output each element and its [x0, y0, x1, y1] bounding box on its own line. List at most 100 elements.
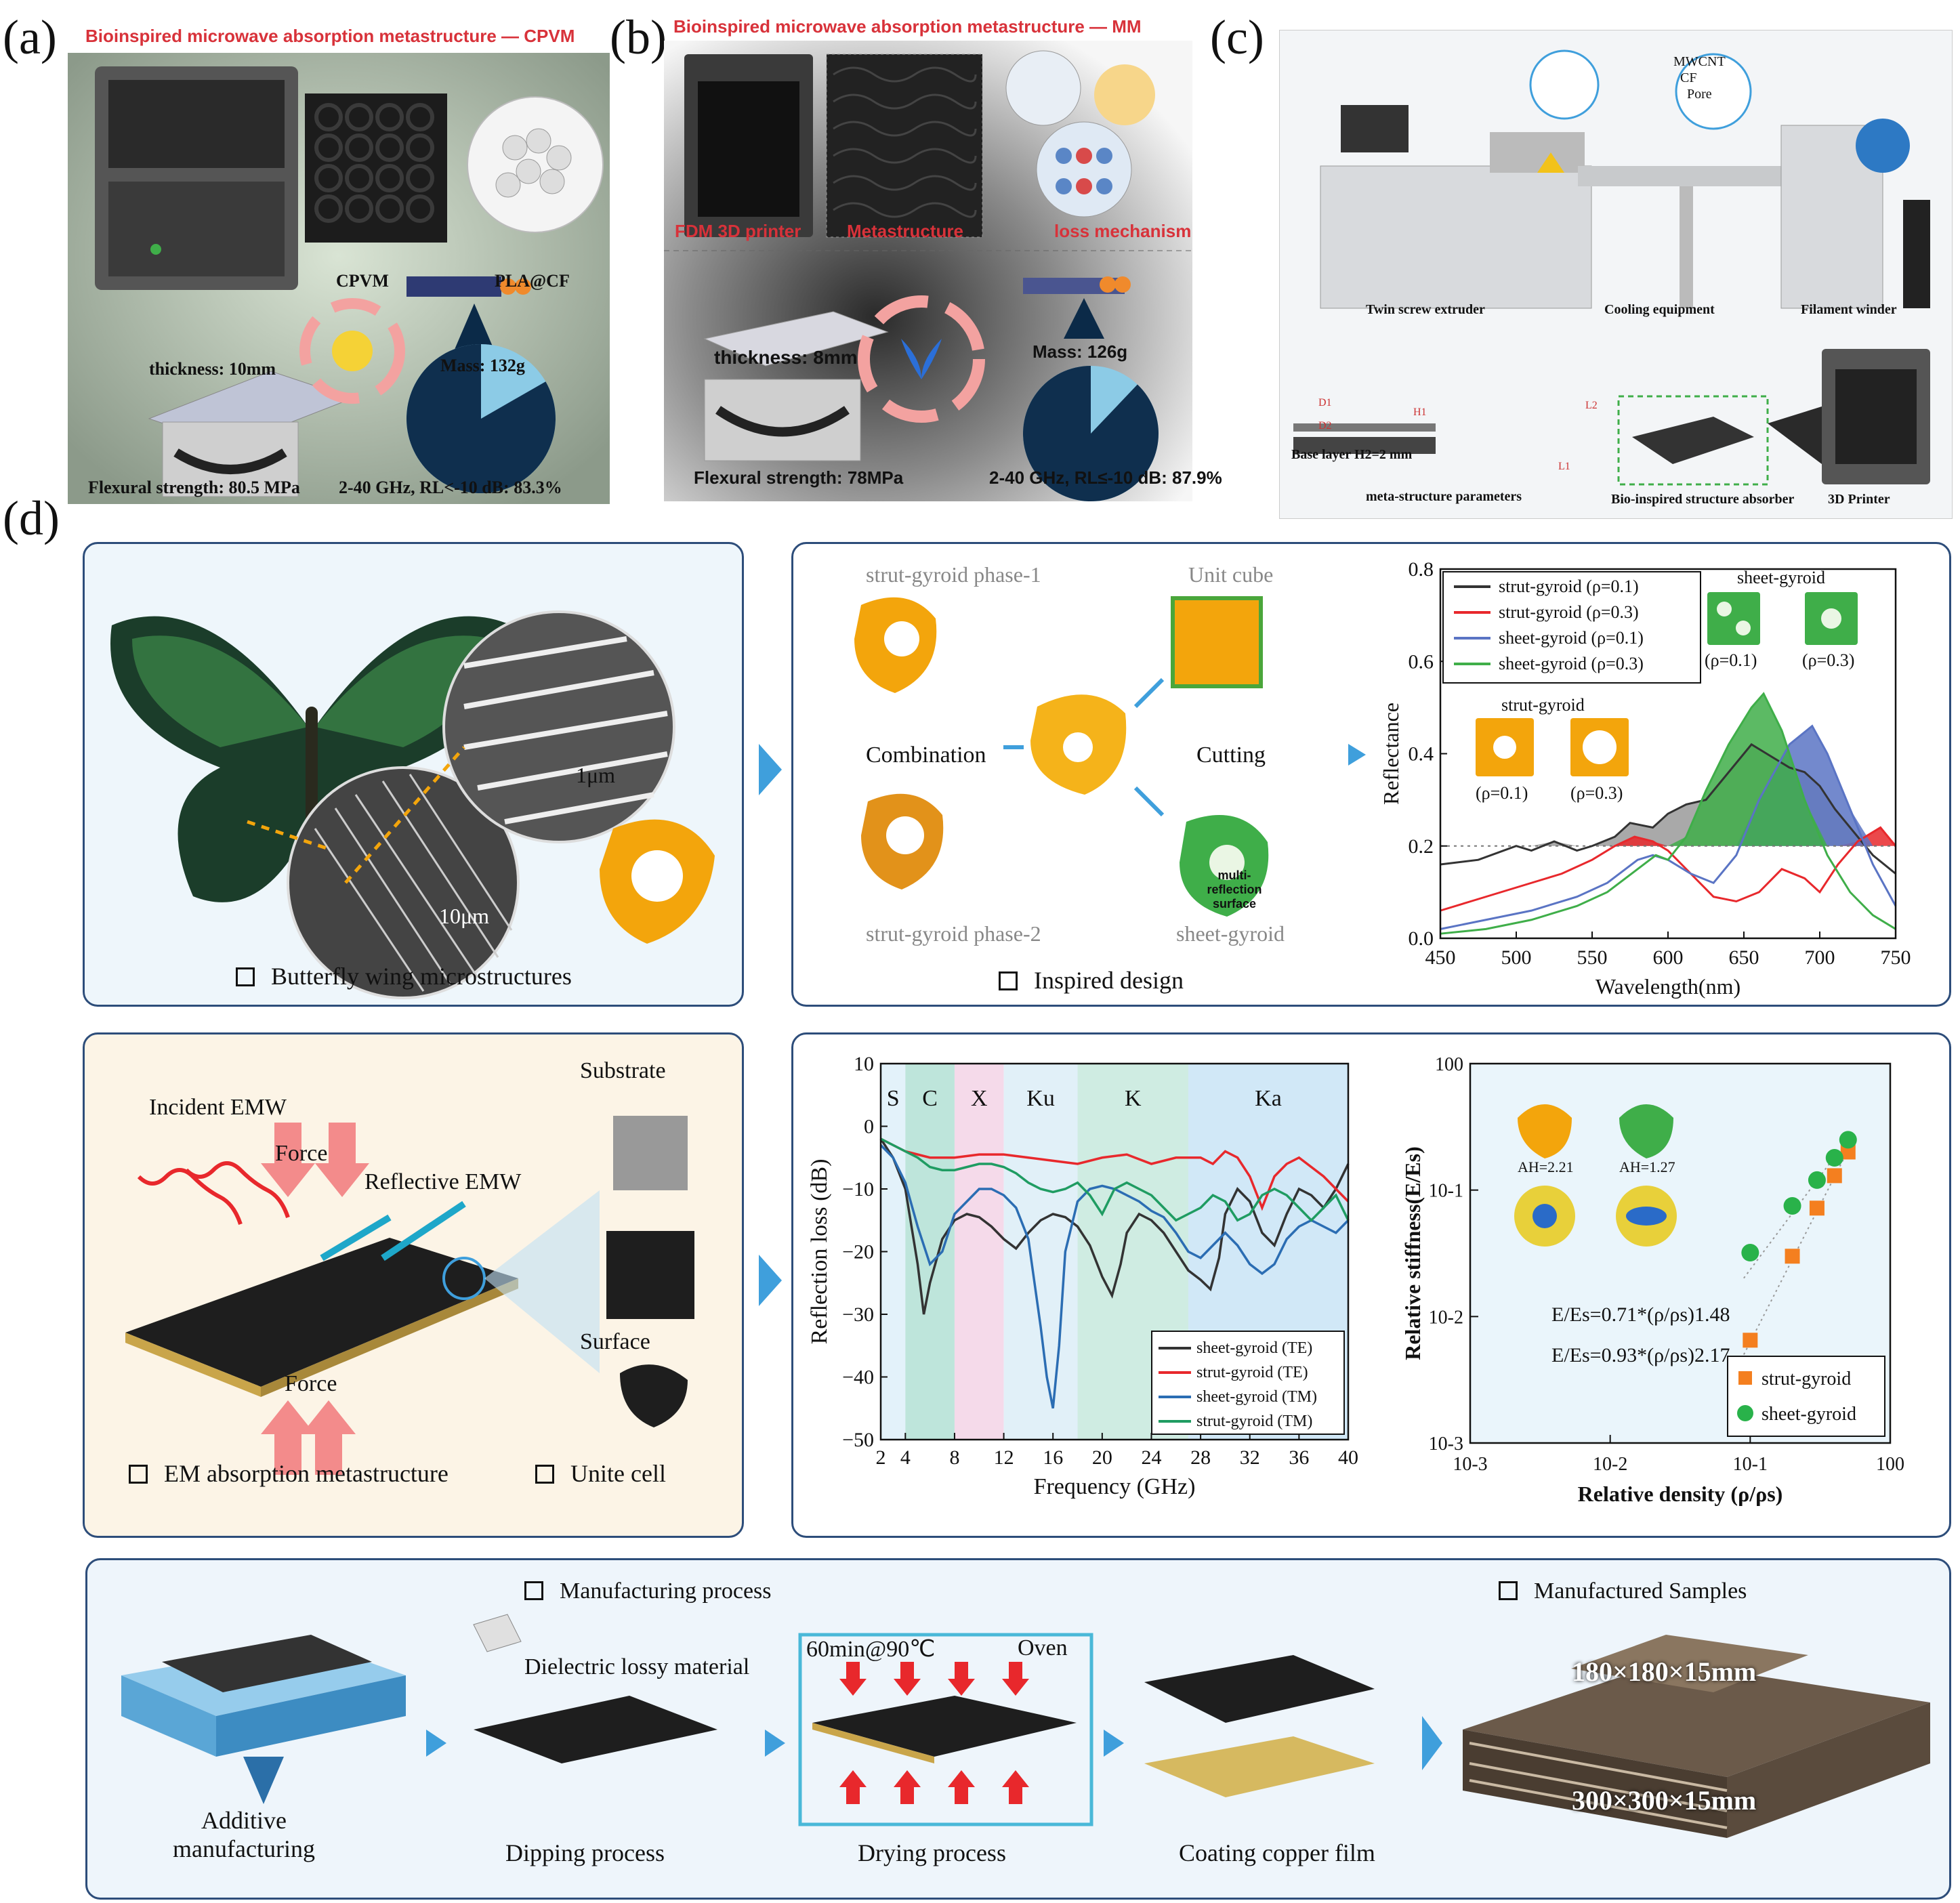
refl-y-tick-label: 0.4: [1409, 743, 1434, 766]
rl-band-label: X: [971, 1086, 988, 1111]
sem-zoom-1um: [442, 610, 675, 843]
refl-legend-label: sheet-gyroid (ρ=0.1): [1499, 628, 1644, 648]
em-surface: Surface: [580, 1329, 650, 1354]
refl-inset-sheet-2: [1805, 592, 1858, 645]
stiff-y-tick-label: 100: [1435, 1054, 1463, 1075]
panel-c-label: (c): [1210, 10, 1264, 64]
rl-x-tick-label: 8: [949, 1446, 959, 1469]
panel-b-title: Bioinspired microwave absorption metastr…: [673, 16, 1142, 37]
additive-manufacturing-tank: [121, 1635, 406, 1804]
refl-x-axis-label: Wavelength(nm): [1596, 974, 1740, 999]
process-additive: Additive manufacturing: [163, 1806, 325, 1863]
rl-x-tick-label: 32: [1240, 1446, 1260, 1469]
refl-y-tick-label: 0.8: [1409, 558, 1434, 581]
pie-chart-b: [1023, 366, 1159, 501]
rl-y-tick-label: 0: [864, 1116, 874, 1138]
bulb-icon: [332, 331, 373, 371]
panel-b-mass: Mass: 126g: [1033, 341, 1128, 362]
stiff-x-tick-label: 10-1: [1733, 1454, 1768, 1475]
rl-x-tick-label: 28: [1190, 1446, 1211, 1469]
stiff-legend-swatch-strut: [1738, 1371, 1752, 1385]
panel-a-mass: Mass: 132g: [440, 356, 525, 375]
refl-legend: strut-gyroid (ρ=0.1)strut-gyroid (ρ=0.3)…: [1442, 571, 1701, 684]
rl-series-2: [879, 1144, 1350, 1409]
rl-x-tick-label: 4: [900, 1446, 911, 1469]
rl-band-label: C: [922, 1086, 938, 1111]
refl-inset-sheet-1: [1707, 592, 1760, 645]
panel-b-label: (b): [610, 10, 667, 64]
stiff-point-strut: [1840, 1144, 1856, 1160]
rl-band-Ku: [1003, 1064, 1078, 1440]
em-substrate: Substrate: [580, 1058, 666, 1083]
rl-x-tick-label: 2: [876, 1446, 886, 1469]
panel-b-rl: 2-40 GHz, RL≤-10 dB: 87.9%: [989, 467, 1222, 488]
design-multi: multi-reflection surface: [1207, 869, 1262, 911]
process-oven: Oven: [1018, 1635, 1068, 1660]
design-cutting: Cutting: [1196, 743, 1266, 768]
rl-band-label: Ka: [1255, 1086, 1282, 1111]
rl-band-label: Ku: [1026, 1086, 1055, 1111]
rl-band-label: S: [887, 1086, 900, 1111]
process-dipping: Dipping process: [505, 1839, 665, 1866]
panel-c-figure: [1279, 30, 1953, 519]
panel-b-loss: loss mechanism: [1054, 221, 1192, 241]
process-oven-time: 60min@90℃: [806, 1637, 936, 1662]
panel-a-cpvm: CPVM: [336, 271, 389, 291]
stiff-ah-sheet: AH=1.27: [1619, 1158, 1675, 1175]
rl-x-tick-label: 20: [1092, 1446, 1112, 1469]
panel-c-h1: H1: [1413, 406, 1427, 418]
checkbox-icon: [129, 1464, 148, 1484]
design-caption-text: Inspired design: [1034, 967, 1184, 994]
em-force1: Force: [275, 1141, 328, 1166]
panel-a-flexural: Flexural strength: 80.5 MPa: [88, 478, 300, 497]
process-dielectric: Dielectric lossy material: [524, 1654, 750, 1679]
stiff-legend-swatch-sheet: [1737, 1405, 1753, 1421]
refl-legend-label: sheet-gyroid (ρ=0.3): [1499, 654, 1644, 673]
design-caption: Inspired design: [999, 966, 1184, 995]
refl-y-tick-label: 0.2: [1409, 835, 1434, 858]
panel-b-flexural: Flexural strength: 78MPa: [694, 467, 904, 488]
process-box: [85, 1558, 1951, 1900]
panel-d-label: (d): [3, 491, 60, 545]
coated-sample: [1144, 1655, 1375, 1723]
rl-x-axis-label: Frequency (GHz): [1034, 1474, 1196, 1499]
butterfly-caption-text: Butterfly wing microstructures: [271, 963, 572, 990]
panel-b-thickness: thickness: 8mm: [714, 347, 858, 368]
bucket-icon: [473, 1614, 522, 1652]
refl-x-tick-label: 650: [1729, 946, 1759, 969]
process-drying: Drying process: [858, 1839, 1006, 1866]
panel-c-absorber: Bio-inspired structure absorber: [1611, 492, 1795, 507]
stiff-legend-label: strut-gyroid: [1761, 1368, 1851, 1389]
dipped-sample: [474, 1696, 717, 1763]
refl-x-tick-label: 750: [1881, 946, 1911, 969]
stiff-eq-sheet: E/Es=0.71*(ρ/ρs)1.48: [1551, 1303, 1730, 1326]
checkbox-icon: [535, 1464, 554, 1484]
process-coating: Coating copper film: [1179, 1839, 1375, 1866]
em-incident: Incident EMW: [149, 1095, 287, 1120]
design-phase1: strut-gyroid phase-1: [866, 562, 1041, 587]
stiff-plot-frame: [1469, 1062, 1892, 1444]
process-size-1: 180×180×15mm: [1572, 1656, 1757, 1687]
rl-series-1: [880, 1137, 1350, 1211]
stiff-strut-sphere-spot: [1532, 1204, 1557, 1228]
refl-inset-strut-title: strut-gyroid: [1501, 695, 1585, 715]
em-caption-1-text: EM absorption metastructure: [164, 1460, 449, 1487]
refl-x-tick-label: 550: [1577, 946, 1608, 969]
design-illustration: [854, 596, 1269, 917]
rl-y-tick-label: −10: [842, 1178, 874, 1200]
gyroid-unit-icon: [600, 819, 715, 944]
process-size-2: 300×300×15mm: [1572, 1785, 1757, 1816]
refl-series-0: [1440, 743, 1896, 875]
rl-y-axis-label: Reflection loss (dB): [807, 1159, 832, 1345]
panel-b-illustration: [664, 41, 1192, 501]
refl-x-tick-label: 700: [1805, 946, 1835, 969]
checkbox-icon: [236, 967, 255, 986]
rl-x-tick-label: 12: [994, 1446, 1014, 1469]
refl-legend-label: strut-gyroid (ρ=0.3): [1499, 602, 1639, 622]
rl-legend: sheet-gyroid (TE)strut-gyroid (TE)sheet-…: [1151, 1331, 1345, 1435]
stiff-x-axis-label: Relative density (ρ/ρs): [1578, 1482, 1783, 1506]
